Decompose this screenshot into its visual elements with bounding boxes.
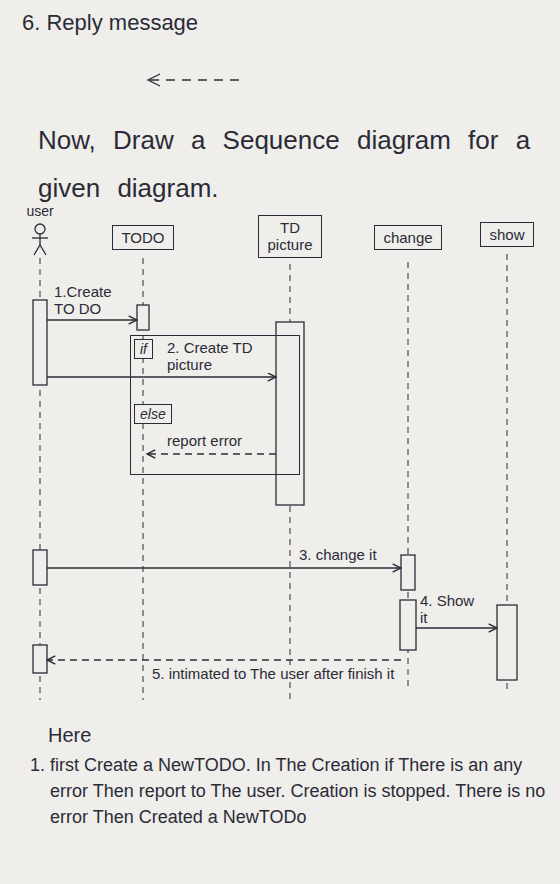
note-text: 1. first Create a NewTODO. In The Creati… [30, 752, 560, 830]
message-label: 4. Show it [418, 592, 484, 626]
message-label: 3. change it [297, 546, 379, 563]
guard-tag: else [134, 404, 172, 424]
guard-tag: if [134, 339, 153, 359]
sync-message [47, 567, 401, 568]
activation-bar [33, 645, 47, 673]
activation-bar [400, 600, 416, 650]
lifeline-head: show [480, 222, 533, 247]
message-label: 5. intimated to The user after finish it [150, 665, 399, 682]
note-heading: Here [48, 722, 91, 748]
instruction-text: Now, Draw a Sequence diagram for a given… [38, 116, 538, 212]
lifeline-head: change [374, 225, 441, 250]
activation-bar [33, 550, 47, 585]
heading: 6. Reply message [22, 10, 198, 36]
lifeline-head: TD picture [258, 215, 321, 258]
sync-message [47, 376, 276, 377]
message-label: report error [165, 432, 244, 449]
lifeline-head: TODO [112, 225, 173, 250]
sync-message [47, 319, 137, 320]
actor-name: user [26, 203, 53, 219]
activation-bar [401, 555, 415, 590]
reply-arrow-sample [150, 79, 240, 80]
activation-bar [137, 305, 149, 330]
actor-legs [34, 245, 46, 255]
reply-message [147, 453, 276, 454]
message-label: 2. Create TD picture [165, 339, 274, 373]
lifeline-name: change [383, 229, 432, 246]
lifeline-name: show [489, 226, 524, 243]
message-label: 1.Create TO DO [52, 283, 128, 317]
actor-arms [32, 237, 48, 238]
lifeline-name: TD picture [267, 219, 312, 254]
lifeline-name: TODO [121, 229, 164, 246]
reply-arrow-head [148, 74, 160, 86]
reply-message [47, 659, 401, 660]
activation-bar [497, 605, 517, 680]
activation-bar [33, 300, 47, 385]
actor: user [26, 203, 53, 219]
sync-message [416, 627, 497, 628]
actor-head [35, 224, 45, 234]
actor-body [39, 234, 40, 245]
